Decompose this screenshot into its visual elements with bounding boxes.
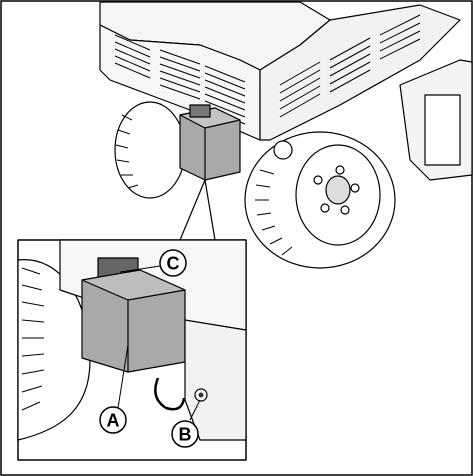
side-bracket <box>424 94 461 166</box>
tow-hook-main <box>273 140 293 160</box>
callout-b-label: B <box>179 425 192 445</box>
front-wheel-tread <box>255 169 293 256</box>
detail-inset: C A B <box>17 179 247 461</box>
callout-c: C <box>159 249 187 277</box>
rear-wheel-tread <box>115 114 139 189</box>
wheel-bolts <box>313 165 360 215</box>
tank-main-view <box>179 104 241 181</box>
callout-b-leader <box>189 399 201 421</box>
machine-main-view <box>99 1 473 269</box>
callout-a-leader <box>117 344 129 409</box>
inset-lower-frame <box>184 319 247 441</box>
inset-leader-right <box>204 179 216 241</box>
body-side-panel-right <box>259 4 461 141</box>
inset-leader-left <box>179 179 206 241</box>
callout-b: B <box>171 420 199 448</box>
callout-c-leader <box>119 265 161 273</box>
vent-louvres-right <box>279 14 421 118</box>
inset-tire-tread <box>21 267 45 411</box>
callout-c-label: C <box>167 254 180 274</box>
tank-detail <box>81 257 186 373</box>
tow-hook-detail <box>154 377 186 411</box>
front-wheel-hub <box>325 175 351 205</box>
callout-a: A <box>99 406 127 434</box>
callout-a-label: A <box>107 411 120 431</box>
